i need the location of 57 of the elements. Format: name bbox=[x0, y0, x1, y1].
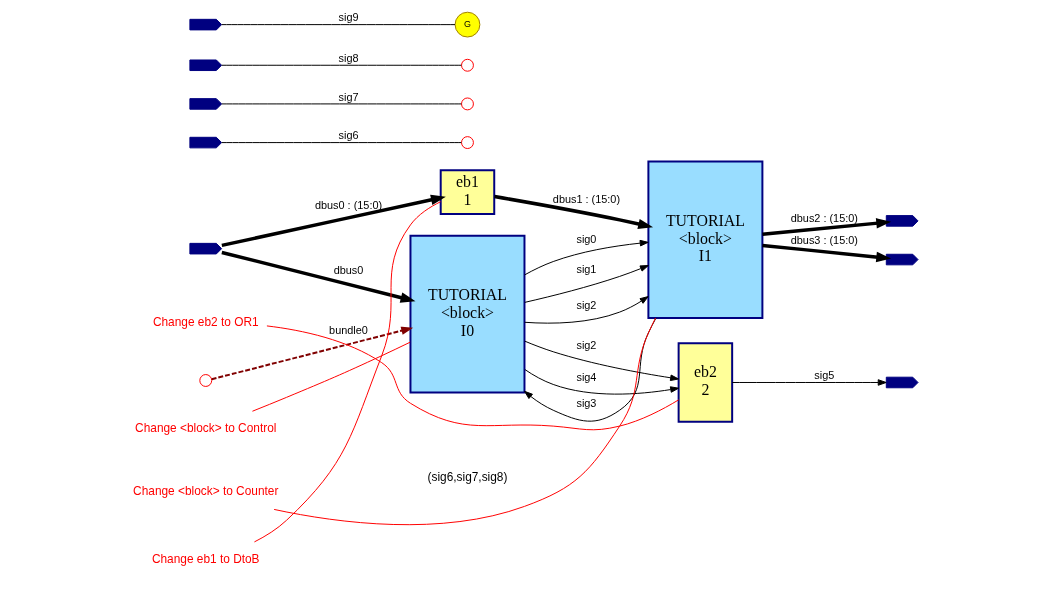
node-box: eb1 1 bbox=[439, 169, 495, 215]
edge-label: dbus0 bbox=[333, 264, 363, 277]
node-text: Change eb1 to DtoB bbox=[151, 552, 260, 567]
arrow bbox=[220, 250, 415, 303]
connector bbox=[265, 325, 679, 431]
node-circle bbox=[198, 374, 212, 387]
arrow bbox=[220, 194, 446, 248]
connector bbox=[220, 24, 456, 26]
edge-label: dbus1 : (15:0) bbox=[552, 192, 620, 205]
arrow bbox=[523, 239, 649, 276]
node-text: Change eb2 to OR1 bbox=[152, 315, 259, 330]
edge-label: sig9 bbox=[338, 11, 358, 24]
edge-label: bundle0 bbox=[328, 323, 368, 336]
label: (sig6,sig7,sig8) bbox=[427, 469, 507, 484]
node-text: Change <block> to Counter bbox=[132, 483, 278, 498]
arrow bbox=[761, 218, 891, 237]
node-port bbox=[188, 18, 222, 31]
connector bbox=[220, 142, 462, 144]
edge-label: sig1 bbox=[575, 263, 596, 276]
connector bbox=[220, 64, 462, 66]
edge-label: dbus2 : (15:0) bbox=[790, 211, 858, 224]
edge-label: sig3 bbox=[575, 397, 596, 410]
arrow bbox=[523, 340, 679, 382]
edge-label: dbus0 : (15:0) bbox=[314, 198, 382, 211]
arrow bbox=[523, 265, 649, 303]
arrow bbox=[523, 369, 679, 395]
edge-label: sig2 bbox=[575, 298, 596, 311]
edge-label: sig4 bbox=[575, 371, 596, 384]
node-box: TUTORIAL <block> I1 bbox=[646, 160, 763, 320]
node-circle: G bbox=[454, 11, 480, 38]
node-port bbox=[188, 242, 222, 255]
edge-label: dbus3 : (15:0) bbox=[790, 234, 858, 247]
node-port bbox=[885, 253, 919, 266]
edge-label: sig2 bbox=[575, 338, 596, 351]
edge-label: sig5 bbox=[813, 369, 834, 382]
node-port bbox=[188, 59, 222, 72]
node-circle bbox=[460, 136, 474, 150]
node-box: eb2 2 bbox=[677, 342, 733, 423]
edge-label: sig6 bbox=[338, 129, 358, 142]
node-box: TUTORIAL <block> I0 bbox=[409, 234, 525, 394]
arrow bbox=[210, 326, 413, 381]
edge-label: sig0 bbox=[575, 232, 596, 245]
arrow bbox=[731, 379, 887, 386]
node-port bbox=[188, 136, 222, 149]
edge-label: sig8 bbox=[338, 52, 358, 65]
arrow bbox=[493, 194, 653, 230]
node-text: Change <block> to Control bbox=[134, 421, 276, 436]
node-circle bbox=[460, 58, 474, 72]
node-port bbox=[885, 215, 919, 227]
node-port bbox=[885, 376, 919, 389]
arrow bbox=[523, 296, 649, 324]
connector bbox=[251, 341, 411, 412]
edge-label: sig7 bbox=[338, 90, 358, 103]
arrow bbox=[761, 243, 891, 263]
connector bbox=[253, 201, 441, 543]
node-port bbox=[188, 98, 222, 110]
node-circle bbox=[460, 97, 474, 111]
